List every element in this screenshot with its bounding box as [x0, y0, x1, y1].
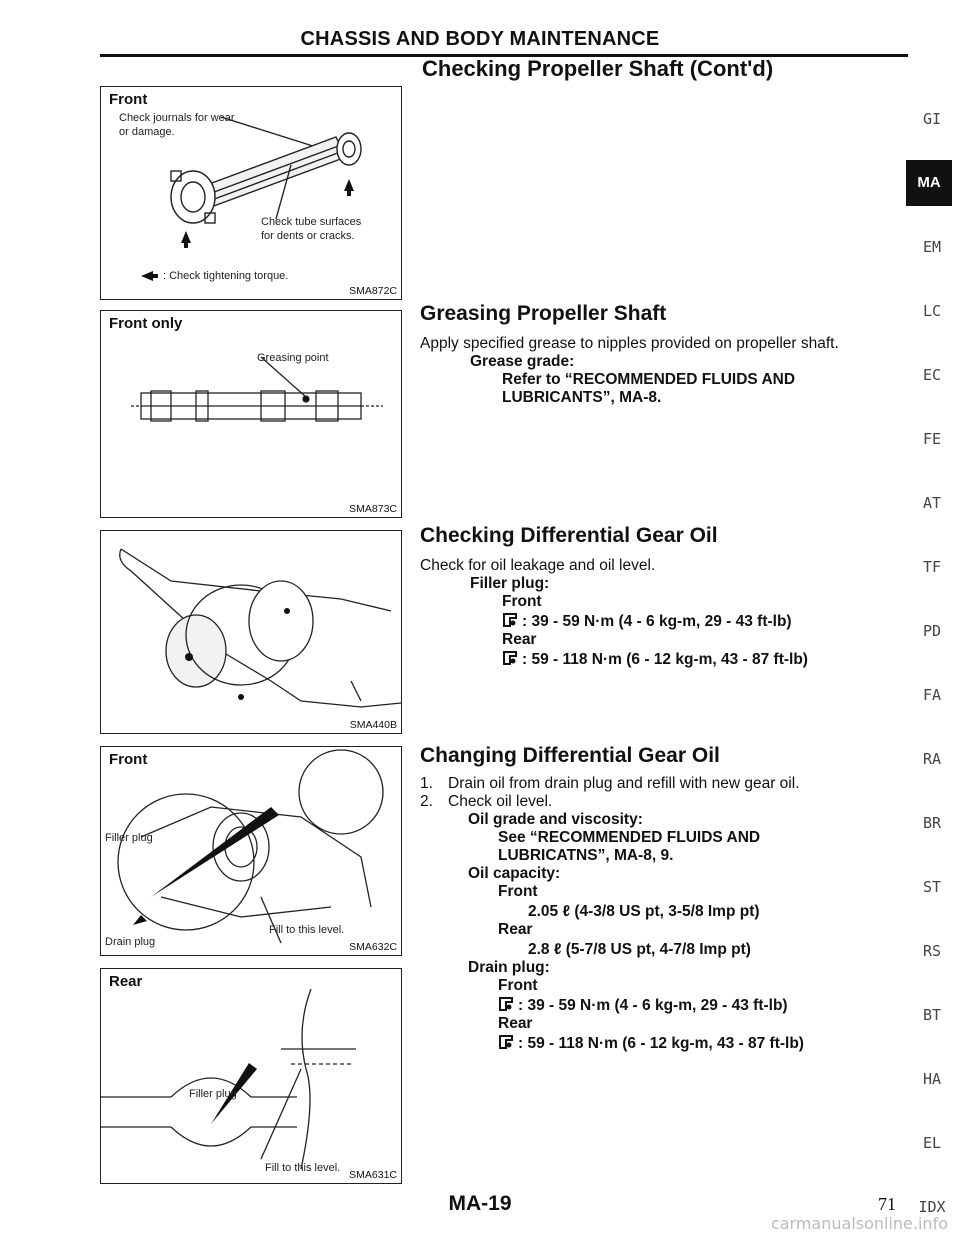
note-journals: Check journals for wear or damage.	[119, 112, 235, 138]
capacity-front-label: Front	[498, 883, 538, 900]
section-tab-fa[interactable]: FA	[922, 686, 942, 704]
capacity-rear-value: 2.8 ℓ (5-7/8 US pt, 4-7/8 Imp pt)	[528, 941, 751, 958]
torque-wrench-icon	[499, 1035, 513, 1049]
torque-wrench-icon	[503, 613, 517, 627]
section-tab-ha[interactable]: HA	[922, 1070, 942, 1088]
step-1-number: 1.	[420, 775, 433, 792]
filler-plug-label: Filler plug:	[470, 575, 550, 592]
section-tab-bt[interactable]: BT	[922, 1006, 942, 1024]
figure-front-filler: Front Filler plug Fill to this level. Dr…	[100, 746, 402, 956]
heading-changing-diff-oil: Changing Differential Gear Oil	[420, 744, 720, 767]
label-fill-level: Fill to this level.	[269, 924, 345, 936]
front-filler-illustration	[117, 749, 384, 944]
section-tab-gi[interactable]: GI	[922, 110, 942, 128]
figure-caption: Rear	[109, 973, 143, 990]
page-subtitle: Checking Propeller Shaft (Cont'd)	[422, 56, 774, 81]
section-tab-idx[interactable]: IDX	[918, 1198, 946, 1216]
drain-front-torque: : 39 - 59 N·m (4 - 6 kg-m, 29 - 43 ft-lb…	[498, 996, 788, 1015]
greasing-instruction: Apply specified grease to nipples provid…	[420, 335, 839, 352]
section-tab-rs[interactable]: RS	[922, 942, 942, 960]
label-filler-plug: Filler plug	[105, 832, 153, 844]
section-tab-pd[interactable]: PD	[922, 622, 942, 640]
torque-wrench-icon	[503, 651, 517, 665]
greasing-shaft-illustration	[131, 356, 383, 422]
page-number: 71	[878, 1194, 896, 1214]
note-greasing-point: Greasing point	[257, 352, 329, 364]
section-tab-ec[interactable]: EC	[922, 366, 942, 384]
oil-grade-label: Oil grade and viscosity:	[468, 811, 643, 828]
capacity-front-value: 2.05 ℓ (4-3/8 US pt, 3-5/8 Imp pt)	[528, 903, 760, 920]
filler-front-label: Front	[502, 593, 542, 610]
differential-illustration	[119, 548, 402, 708]
step-2-number: 2.	[420, 793, 433, 810]
note-tube: Check tube surfaces for dents or cracks.	[261, 216, 362, 242]
step-1-text: Drain oil from drain plug and refill wit…	[448, 775, 800, 792]
figure-caption: Front	[109, 91, 148, 108]
propeller-shaft-illustration	[141, 116, 362, 281]
rear-filler-illustration	[101, 988, 356, 1170]
figure-caption: Front only	[109, 315, 183, 332]
checking-instruction: Check for oil leakage and oil level.	[420, 557, 656, 574]
drain-plug-label: Drain plug:	[468, 959, 550, 976]
label-filler-plug: Filler plug	[189, 1088, 237, 1100]
grease-grade-ref-2: LUBRICANTS”, MA-8.	[502, 389, 662, 406]
drain-rear-torque: : 59 - 118 N·m (6 - 12 kg-m, 43 - 87 ft-…	[498, 1034, 804, 1053]
watermark: carmanualsonline.info	[770, 1214, 948, 1233]
section-tab-st[interactable]: ST	[922, 878, 942, 896]
figure-greasing-point: Front only Greasing point SMA873C	[100, 310, 402, 518]
torque-wrench-icon	[499, 997, 513, 1011]
figure-rear-filler: Rear Filler plug Fill to this level. SMA…	[100, 968, 402, 1184]
section-tab-tf[interactable]: TF	[922, 558, 942, 576]
label-fill-level: Fill to this level.	[265, 1162, 341, 1174]
note-torque: : Check tightening torque.	[163, 270, 289, 282]
page-code: MA-19	[448, 1192, 512, 1215]
grease-grade-ref-1: Refer to “RECOMMENDED FLUIDS AND	[502, 371, 796, 388]
section-tab-br[interactable]: BR	[922, 814, 942, 832]
section-tab-em[interactable]: EM	[922, 238, 942, 256]
filler-front-torque: : 39 - 59 N·m (4 - 6 kg-m, 29 - 43 ft-lb…	[502, 612, 792, 631]
figure-front-propeller-shaft: Front Check journals for wear or damage.…	[100, 86, 402, 300]
figure-code: SMA872C	[349, 285, 397, 297]
page-header-title: CHASSIS AND BODY MAINTENANCE	[300, 28, 660, 50]
section-tab-el[interactable]: EL	[922, 1134, 942, 1152]
oil-grade-ref-1: See “RECOMMENDED FLUIDS AND	[498, 829, 761, 846]
figure-code: SMA440B	[349, 719, 397, 731]
section-tab-ra[interactable]: RA	[922, 750, 942, 768]
figure-code: SMA873C	[349, 503, 397, 515]
grease-grade-label: Grease grade:	[470, 353, 575, 370]
capacity-rear-label: Rear	[498, 921, 533, 938]
drain-rear-label: Rear	[498, 1015, 533, 1032]
step-2-text: Check oil level.	[448, 793, 553, 810]
heading-greasing: Greasing Propeller Shaft	[420, 302, 667, 325]
figure-code: SMA632C	[349, 941, 397, 953]
header-rule	[100, 54, 908, 57]
oil-grade-ref-2: LUBRICATNS”, MA-8, 9.	[498, 847, 674, 864]
section-tab-lc[interactable]: LC	[922, 302, 942, 320]
section-tab-fe[interactable]: FE	[922, 430, 942, 448]
filler-rear-torque: : 59 - 118 N·m (6 - 12 kg-m, 43 - 87 ft-…	[502, 650, 808, 669]
oil-capacity-label: Oil capacity:	[468, 865, 561, 882]
section-tab-at[interactable]: AT	[922, 494, 942, 512]
drain-front-label: Front	[498, 977, 538, 994]
heading-checking-diff-oil: Checking Differential Gear Oil	[420, 524, 718, 547]
section-tab-ma[interactable]: MA	[906, 160, 952, 206]
figure-code: SMA631C	[349, 1169, 397, 1181]
figure-caption: Front	[109, 751, 148, 768]
filler-rear-label: Rear	[502, 631, 537, 648]
label-drain-plug: Drain plug	[105, 936, 156, 948]
figure-differential: SMA440B	[100, 530, 402, 734]
